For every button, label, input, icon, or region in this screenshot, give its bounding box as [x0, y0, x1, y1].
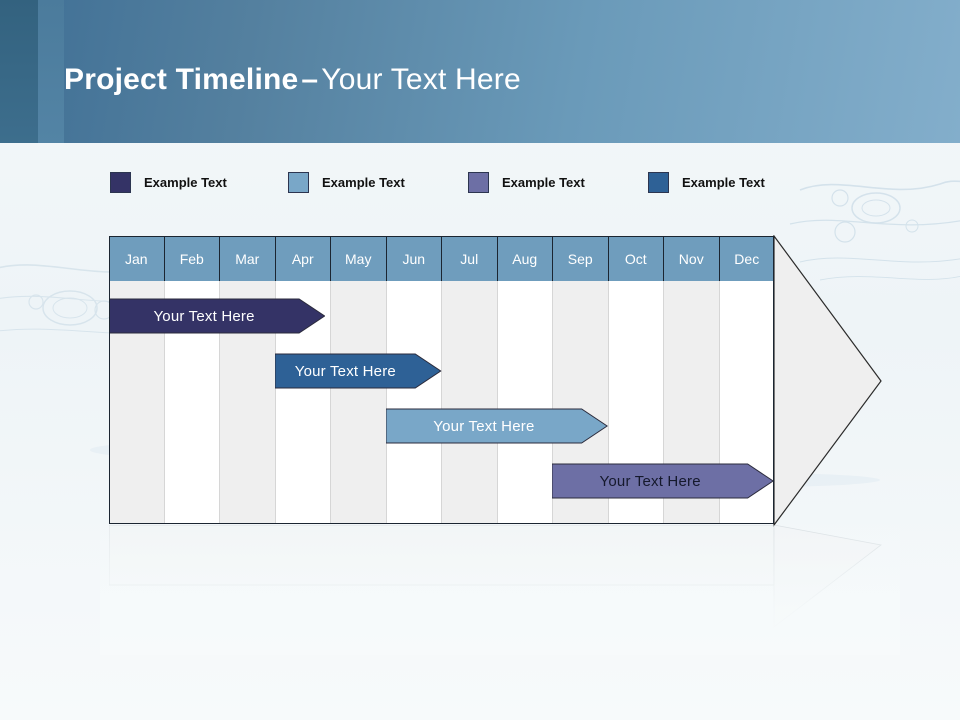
month-header-oct[interactable]: Oct	[608, 236, 664, 281]
legend-item[interactable]: Example Text	[288, 168, 405, 196]
legend-color-swatch	[110, 171, 131, 193]
month-header-dec[interactable]: Dec	[719, 236, 774, 281]
month-header-feb[interactable]: Feb	[164, 236, 220, 281]
month-header-jun[interactable]: Jun	[386, 236, 442, 281]
task-bar-shape	[275, 353, 442, 389]
month-header-jul[interactable]: Jul	[442, 236, 498, 281]
legend-item[interactable]: Example Text	[648, 168, 765, 196]
legend-item-label: Example Text	[322, 174, 405, 190]
task-bar-shape	[552, 463, 774, 499]
task-bar-label: Your Text Here	[433, 417, 535, 435]
chart-reflection	[108, 524, 884, 645]
reflection-fade	[100, 525, 900, 655]
month-header-mar[interactable]: Mar	[220, 236, 276, 281]
grid-column-jun	[386, 281, 442, 523]
task-bar[interactable]: Your Text Here	[552, 463, 774, 499]
legend-item[interactable]: Example Text	[110, 168, 227, 196]
task-bar-shape	[109, 298, 326, 334]
legend-item-label: Example Text	[682, 174, 765, 190]
task-bar-label: Your Text Here	[294, 362, 396, 380]
month-header-sep[interactable]: Sep	[553, 236, 609, 281]
task-bar-label: Your Text Here	[153, 307, 255, 325]
task-bar[interactable]: Your Text Here	[109, 298, 326, 334]
legend-item-label: Example Text	[502, 174, 585, 190]
title-band	[0, 0, 960, 143]
title-accent-strip-dark	[0, 0, 38, 143]
page-title: Project Timeline–Your Text Here	[64, 58, 884, 102]
page-title-dash: –	[301, 63, 319, 96]
task-bar[interactable]: Your Text Here	[386, 408, 608, 444]
legend-color-swatch	[648, 171, 669, 193]
month-header-nov[interactable]: Nov	[664, 236, 720, 281]
page-title-strong: Project Timeline	[64, 63, 299, 96]
title-accent-strip-mid	[38, 0, 64, 143]
month-header-aug[interactable]: Aug	[497, 236, 553, 281]
grid-column-may	[331, 281, 387, 523]
month-header-may[interactable]: May	[331, 236, 387, 281]
grid-column-aug	[497, 281, 553, 523]
page-title-light: Your Text Here	[321, 63, 521, 96]
grid-column-jul	[442, 281, 498, 523]
month-header-jan[interactable]: Jan	[109, 236, 165, 281]
legend-color-swatch	[468, 171, 489, 193]
legend-item-label: Example Text	[144, 174, 227, 190]
task-bar-shape	[386, 408, 608, 444]
legend-color-swatch	[288, 171, 309, 193]
task-bar[interactable]: Your Text Here	[275, 353, 442, 389]
task-bar-label: Your Text Here	[599, 472, 701, 490]
legend-item[interactable]: Example Text	[468, 168, 585, 196]
month-header-apr[interactable]: Apr	[275, 236, 331, 281]
legend: Example Text Example Text Example Text Exam…	[110, 168, 870, 196]
